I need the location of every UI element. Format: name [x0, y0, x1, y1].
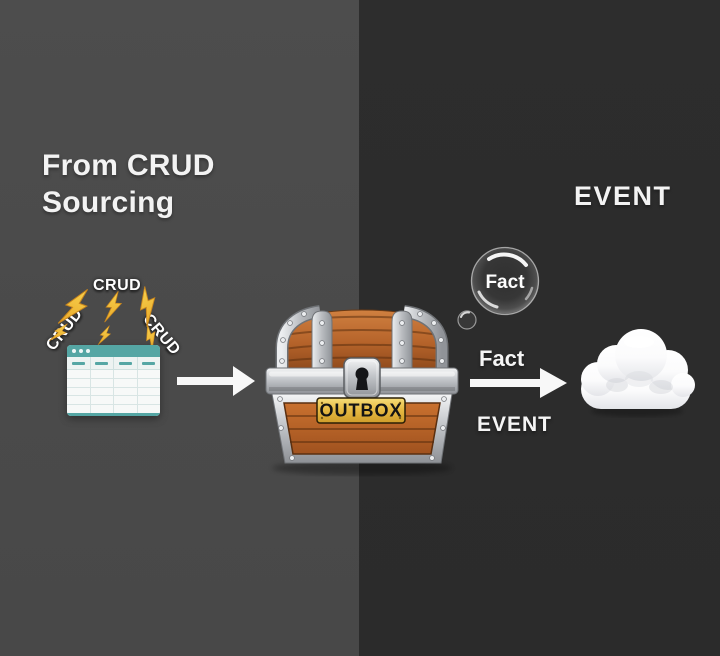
- arrow-right-icon: [177, 366, 255, 396]
- table-cell: [114, 396, 138, 405]
- bubble-label: Fact: [485, 272, 525, 293]
- rivets: [279, 311, 445, 364]
- table-cell: [67, 378, 91, 387]
- table-cell: [67, 405, 91, 413]
- table-cell: [91, 370, 114, 378]
- table-body: [67, 370, 160, 413]
- lightning-bolt-icon: [49, 319, 71, 346]
- header-dash: [71, 361, 85, 365]
- rivets: [277, 396, 447, 461]
- header-dash: [118, 361, 132, 365]
- table-cell: [91, 405, 114, 413]
- table-cell: [91, 387, 114, 396]
- lightning-bolt-icon: [131, 284, 165, 328]
- database-table-icon: [67, 345, 160, 416]
- event-label: EVENT: [477, 413, 553, 436]
- chest-lid: [275, 305, 449, 371]
- header-dash: [95, 361, 109, 365]
- outbox-plate: OUTBOX: [316, 397, 406, 424]
- table-cell: [138, 396, 161, 404]
- event-heading: EVENT: [574, 181, 672, 211]
- chest-lock-icon: [343, 357, 381, 399]
- table-row: [67, 387, 161, 397]
- table-cell: [67, 396, 91, 405]
- header-dash: [142, 361, 156, 365]
- outbox-treasure-chest-icon: OUTBOX: [265, 305, 459, 475]
- table-row: [67, 370, 160, 379]
- table-cell: [138, 405, 161, 413]
- crud-label-top: CRUD: [93, 277, 142, 294]
- table-row: [67, 378, 161, 388]
- table-cell: [114, 370, 138, 378]
- chest-shadow: [272, 461, 452, 475]
- table-cell: [138, 379, 161, 387]
- table-header-row: [67, 357, 160, 370]
- table-header-cell: [114, 357, 138, 369]
- cloud-icon: [581, 329, 695, 417]
- fact-label: Fact: [479, 346, 525, 371]
- page-title-line1: From CRUD: [42, 149, 215, 182]
- table-cell: [67, 370, 91, 378]
- fact-bubble-icon: Fact: [457, 246, 540, 330]
- table-cell: [67, 387, 91, 396]
- window-dot-icon: [72, 349, 76, 353]
- lightning-bolt-icon: [57, 283, 93, 332]
- outbox-plate-label: OUTBOX: [319, 401, 402, 421]
- table-header-cell: [138, 357, 161, 369]
- window-dot-icon: [79, 349, 83, 353]
- table-titlebar: [67, 345, 160, 357]
- table-cell: [114, 378, 138, 387]
- table-cell: [91, 396, 114, 405]
- lightning-bolt-icon: [104, 290, 123, 324]
- table-header-cell: [91, 357, 114, 369]
- table-cell: [114, 387, 138, 396]
- table-cell: [138, 370, 161, 378]
- table-cell: [138, 388, 161, 396]
- window-dot-icon: [86, 349, 90, 353]
- table-cell: [91, 378, 114, 387]
- table-row: [67, 405, 160, 413]
- table-row: [67, 396, 161, 406]
- page-title-line2: Sourcing: [42, 186, 175, 219]
- table-footer: [67, 413, 160, 416]
- page-title: From CRUD Sourcing: [42, 147, 215, 221]
- table-header-cell: [67, 357, 91, 369]
- small-bubble-icon: [457, 310, 477, 330]
- arrow-right-icon: [470, 368, 567, 398]
- lightning-bolt-icon: [97, 323, 113, 347]
- table-cell: [114, 405, 138, 413]
